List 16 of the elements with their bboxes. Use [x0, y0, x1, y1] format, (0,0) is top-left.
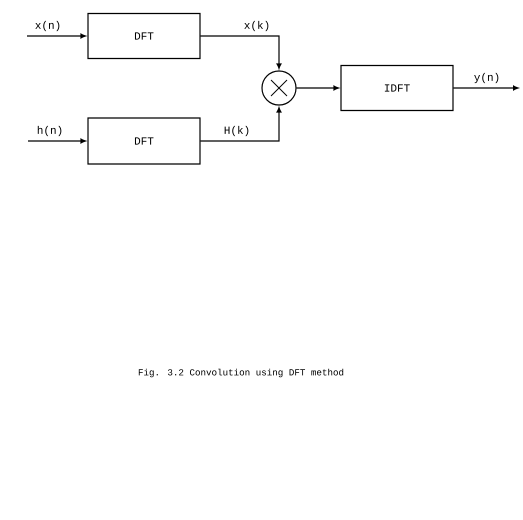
arrow — [200, 107, 282, 142]
arrow — [28, 138, 86, 144]
edge-label: y(n) — [474, 72, 498, 84]
edge-label: x(k) — [244, 20, 268, 32]
process-box: IDFT — [340, 64, 454, 112]
arrow — [296, 86, 339, 90]
edge-label: H(k) — [224, 126, 248, 136]
arrow — [27, 34, 86, 38]
edge-label: h(n) — [38, 126, 62, 136]
process-box: DFT — [87, 12, 201, 60]
caption: Fig. 3.2 Convolution using DFT method — [138, 368, 344, 378]
edge-label: x(n) — [35, 20, 60, 32]
arrow — [200, 35, 282, 69]
multiplier-circle — [261, 70, 297, 106]
arrow — [454, 86, 518, 90]
process-box: DFT — [87, 117, 201, 165]
